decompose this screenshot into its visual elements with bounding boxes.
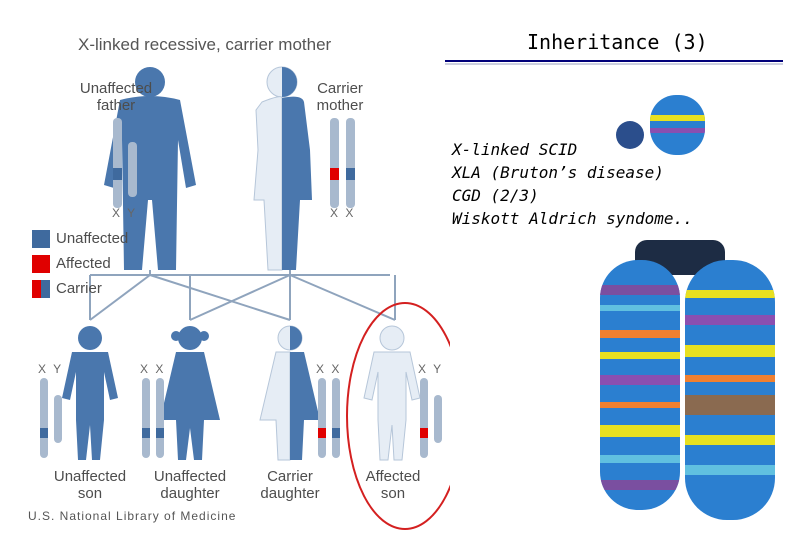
title-underline	[445, 58, 785, 68]
father-label: Unaffected father	[76, 80, 156, 114]
son-affected-figure	[364, 326, 420, 460]
slide-bullets: X-linked SCID XLA (Bruton’s disease) CGD…	[452, 138, 693, 230]
father-chromosome-label: X Y	[112, 206, 137, 220]
legend-swatch-affected	[32, 255, 50, 273]
son-unaffected-chromosomes	[40, 378, 62, 458]
daughter-unaffected-figure	[160, 326, 220, 460]
son-affected-chromosomes	[420, 378, 442, 458]
daughter-carrier-chromosome-label: X X	[316, 362, 341, 376]
mother-chromosome-label: X X	[330, 206, 355, 220]
daughter-unaffected-chromosome-label: X X	[140, 362, 165, 376]
slide-title: Inheritance (3)	[527, 30, 708, 54]
son-unaffected-label: Unaffected son	[45, 468, 135, 502]
bullet-item: XLA (Bruton’s disease)	[452, 161, 693, 184]
son-unaffected-chromosome-label: X Y	[38, 362, 63, 376]
daughter-carrier-label: Carrier daughter	[245, 468, 335, 502]
mother-label: Carrier mother	[300, 80, 380, 114]
son-affected-chromosome-label: X Y	[418, 362, 443, 376]
inheritance-lines	[90, 270, 395, 320]
bullet-item: CGD (2/3)	[452, 184, 693, 207]
legend-swatch-carrier	[32, 280, 50, 298]
mother-chromosomes	[330, 118, 355, 208]
daughter-carrier-figure	[260, 326, 320, 460]
legend-label-affected: Affected	[56, 255, 111, 272]
son-unaffected-figure	[62, 326, 118, 460]
legend-swatch-unaffected	[32, 230, 50, 248]
daughter-unaffected-chromosomes	[142, 378, 164, 458]
legend-label-unaffected: Unaffected	[56, 230, 128, 247]
daughter-unaffected-label: Unaffected daughter	[145, 468, 235, 502]
bullet-item: Wiskott Aldrich syndome..	[452, 207, 693, 230]
legend-label-carrier: Carrier	[56, 280, 102, 297]
daughter-carrier-chromosomes	[318, 378, 340, 458]
bullet-item: X-linked SCID	[452, 138, 693, 161]
credit-text: U.S. National Library of Medicine	[28, 508, 236, 525]
son-affected-label: Affected son	[348, 468, 438, 502]
